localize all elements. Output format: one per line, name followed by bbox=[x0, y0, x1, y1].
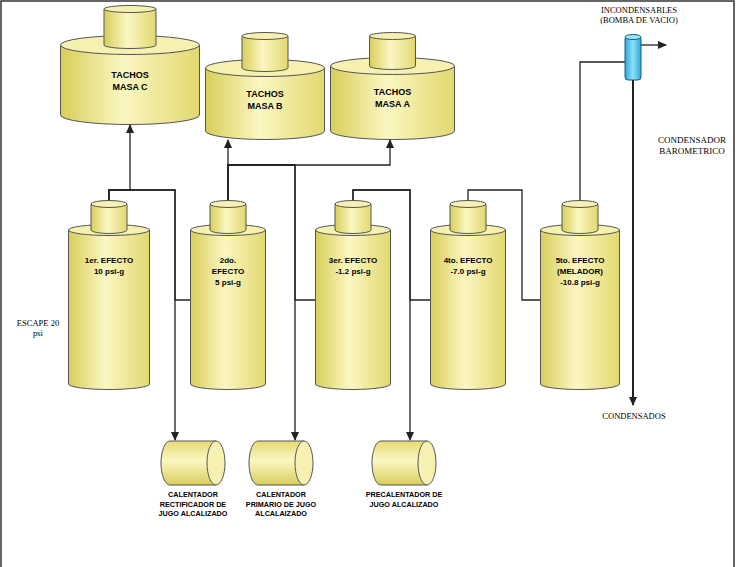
vessel-body bbox=[316, 230, 391, 390]
vessel-name: TACHOS MASA C bbox=[99, 69, 161, 93]
heater-end bbox=[295, 441, 313, 485]
juice-heater-outline bbox=[152, 440, 234, 486]
vessel-neck bbox=[242, 36, 288, 72]
evaporator-effect: 4to. EFECTO-7.0 psi-g bbox=[430, 200, 506, 390]
annotation-label: INCONDENSABLES (BOMBA DE VACIO) bbox=[590, 5, 688, 25]
barometric-condenser bbox=[625, 36, 641, 80]
vessel-name: TACHOS MASA B bbox=[234, 88, 296, 112]
vessel-neck bbox=[91, 204, 127, 234]
neck-top bbox=[562, 201, 598, 208]
vessel-name: CALENTADOR RECTIFICADOR DE JUGO ALCALIZA… bbox=[153, 490, 233, 519]
text-area: 3er. EFECTO-1.2 psi-g bbox=[315, 230, 391, 278]
vacuum-pan-outline bbox=[205, 32, 325, 140]
juice-heater: CALENTADOR PRIMARIO DE JUGO ALCALAIZADO bbox=[240, 440, 322, 519]
text-area: 2do. EFECTO5 psi-g bbox=[190, 230, 266, 288]
text-area: TACHOS MASA A bbox=[330, 66, 455, 110]
heater-end bbox=[207, 441, 225, 485]
vacuum-pan: TACHOS MASA C bbox=[60, 5, 200, 125]
annotation-label: CONDENSADOR BAROMETRICO bbox=[644, 135, 740, 157]
vessel-body bbox=[541, 230, 620, 390]
evaporator-effect-outline bbox=[540, 200, 620, 390]
neck-top bbox=[370, 33, 416, 40]
vessel-name: 2do. EFECTO bbox=[203, 256, 253, 278]
neck-top bbox=[242, 33, 288, 40]
evaporator-effect: 3er. EFECTO-1.2 psi-g bbox=[315, 200, 391, 390]
vessel-name: 4to. EFECTO bbox=[444, 256, 493, 267]
vessel-name: 3er. EFECTO bbox=[329, 256, 377, 267]
vessel-neck bbox=[210, 204, 246, 234]
juice-heater-outline bbox=[240, 440, 322, 486]
vacuum-pan-outline bbox=[60, 5, 200, 125]
vessel-name: 1er. EFECTO bbox=[85, 256, 133, 267]
vacuum-pan-outline bbox=[330, 32, 455, 140]
evaporator-effect: 1er. EFECTO10 psi-g bbox=[68, 200, 150, 390]
text-area: TACHOS MASA B bbox=[205, 68, 325, 112]
vessel-name: PRECALENTADOR DE JUGO ALCALIZADO bbox=[361, 490, 447, 509]
neck-top bbox=[91, 201, 127, 208]
evaporator-effect-outline bbox=[315, 200, 391, 390]
heater-end bbox=[418, 441, 436, 485]
vessel-name: CALENTADOR PRIMARIO DE JUGO ALCALAIZADO bbox=[241, 490, 321, 519]
juice-heater: PRECALENTADOR DE JUGO ALCALIZADO bbox=[360, 440, 448, 509]
evaporator-effect: 2do. EFECTO5 psi-g bbox=[190, 200, 266, 390]
juice-heater-outline bbox=[360, 440, 448, 486]
neck-top bbox=[210, 201, 246, 208]
neck-top bbox=[104, 6, 156, 13]
vessel-neck bbox=[450, 204, 486, 234]
vapor-to-condenser bbox=[580, 62, 625, 200]
vacuum-pan: TACHOS MASA A bbox=[330, 32, 455, 140]
neck-top bbox=[450, 201, 486, 208]
text-area: PRECALENTADOR DE JUGO ALCALIZADO bbox=[360, 490, 448, 509]
text-area: CALENTADOR RECTIFICADOR DE JUGO ALCALIZA… bbox=[152, 490, 234, 519]
pressure-label: 10 psi-g bbox=[94, 267, 124, 278]
evaporator-effect-outline bbox=[430, 200, 506, 390]
picture-frame bbox=[1, 1, 734, 567]
pressure-label: -1.2 psi-g bbox=[335, 267, 370, 278]
condensate-arrow bbox=[632, 80, 634, 405]
vessel-body bbox=[191, 230, 266, 390]
noncondensables-arrow bbox=[641, 44, 666, 45]
vessel-neck bbox=[335, 204, 371, 234]
vessel-neck bbox=[104, 9, 156, 49]
text-area: TACHOS MASA C bbox=[60, 45, 200, 93]
connector-group bbox=[109, 125, 540, 440]
vessel-neck bbox=[562, 204, 598, 234]
vacuum-pan: TACHOS MASA B bbox=[205, 32, 325, 140]
vessel-body bbox=[61, 45, 200, 125]
text-area: 1er. EFECTO10 psi-g bbox=[68, 230, 150, 278]
vessel-name: 5to. EFECTO (MELADOR) bbox=[553, 256, 607, 278]
juice-heater: CALENTADOR RECTIFICADOR DE JUGO ALCALIZA… bbox=[152, 440, 234, 519]
vessel-name: TACHOS MASA A bbox=[362, 86, 424, 110]
annotation-label: CONDENSADOS bbox=[596, 411, 672, 421]
vessel-body bbox=[69, 230, 150, 390]
annotation-label: ESCAPE 20 psi bbox=[12, 318, 64, 338]
pressure-label: -7.0 psi-g bbox=[450, 267, 485, 278]
vessel-body bbox=[431, 230, 506, 390]
vessel-body bbox=[331, 66, 455, 140]
vapor-line bbox=[228, 140, 390, 200]
condenser-top bbox=[625, 35, 641, 40]
vapor-line bbox=[109, 125, 130, 200]
evaporator-effect-outline bbox=[190, 200, 266, 390]
text-area: CALENTADOR PRIMARIO DE JUGO ALCALAIZADO bbox=[240, 490, 322, 519]
text-area: 4to. EFECTO-7.0 psi-g bbox=[430, 230, 506, 278]
pressure-label: -10.8 psi-g bbox=[560, 278, 600, 289]
evaporator-effect: 5to. EFECTO (MELADOR)-10.8 psi-g bbox=[540, 200, 620, 390]
vessel-neck bbox=[370, 36, 416, 70]
evaporator-effect-outline bbox=[68, 200, 150, 390]
pressure-label: 5 psi-g bbox=[215, 278, 241, 289]
vessel-body bbox=[206, 68, 325, 140]
text-area: 5to. EFECTO (MELADOR)-10.8 psi-g bbox=[540, 230, 620, 288]
neck-top bbox=[335, 201, 371, 208]
